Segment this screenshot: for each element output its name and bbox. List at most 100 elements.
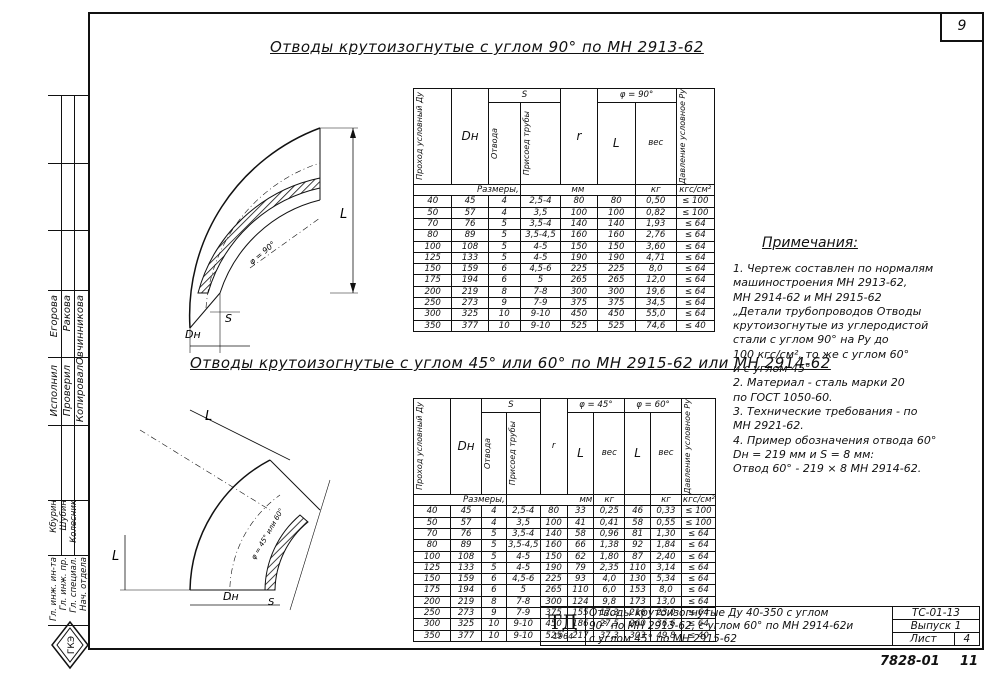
t45-cell: 3,5 bbox=[505, 516, 541, 530]
title-45-60: Отводы крутоизогнутые с углом 45° или 60… bbox=[190, 354, 831, 372]
t90-cell: 50 bbox=[412, 206, 453, 220]
t45-cell: ≤ 64 bbox=[680, 527, 717, 541]
t45-cell: 175 bbox=[412, 584, 452, 597]
t90-cell: 350 bbox=[412, 319, 453, 332]
t45-h-angle45: φ = 45° bbox=[579, 400, 613, 411]
tb-issue: Выпуск 1 bbox=[910, 620, 962, 632]
t90-cell: 375 bbox=[596, 297, 636, 310]
t45-h-s-pipe: Присоед трубы bbox=[507, 421, 517, 486]
note-line: 2. Материал - сталь марки 20 bbox=[733, 376, 905, 390]
t45-cell: 7-9 bbox=[505, 607, 541, 620]
t90-cell: 159 bbox=[451, 263, 489, 276]
t90-cell: 57 bbox=[451, 206, 489, 220]
t45-cell: 5 bbox=[505, 584, 541, 597]
bend-45-wall bbox=[264, 514, 309, 591]
t90-cell: 5 bbox=[487, 229, 521, 242]
side-stamp-name: Шубин bbox=[59, 500, 69, 531]
t90-h-L: L bbox=[612, 136, 620, 151]
t90-cell: 7-8 bbox=[519, 285, 562, 299]
t45-cell: 160 bbox=[539, 539, 568, 552]
t90-unit-kgs: кгс/см² bbox=[679, 184, 712, 195]
t90-cell: 194 bbox=[451, 274, 489, 287]
t90-cell: ≤ 40 bbox=[675, 319, 716, 332]
t90-cell: 219 bbox=[451, 285, 489, 299]
t90-cell: 5 bbox=[519, 274, 562, 287]
t45-cell: 125 bbox=[412, 561, 452, 575]
t45-cell: 110 bbox=[566, 584, 595, 597]
td-year: 1964 bbox=[552, 631, 574, 641]
t45-unit-kgs: кгс/см² bbox=[682, 494, 715, 505]
t45-cell: 194 bbox=[450, 584, 482, 597]
t90-cell: 150 bbox=[560, 240, 598, 253]
t45-cell: 225 bbox=[539, 573, 568, 586]
t90-h-r: r bbox=[576, 129, 582, 144]
t90-cell: 300 bbox=[560, 285, 598, 299]
t45-cell: 2,35 bbox=[593, 561, 626, 575]
note-line: по ГОСТ 1050-60. bbox=[733, 390, 833, 404]
t45-cell: 50 bbox=[412, 516, 452, 530]
t45-h-pressure: Давление условное Ру bbox=[682, 399, 692, 494]
t45-cell: 0,55 bbox=[649, 516, 682, 530]
page-number-box: 9 bbox=[940, 12, 982, 42]
bend-90-drawing: L Dн S φ = 90° bbox=[185, 127, 358, 353]
bend-45-outer-arc bbox=[189, 459, 271, 591]
t90-cell: 0,50 bbox=[634, 195, 677, 208]
t45-cell: ≤ 64 bbox=[680, 573, 717, 586]
t45-cell: 7-8 bbox=[505, 595, 541, 609]
tb-text-1: Отводы крутоизогнутые Ду 40-350 с углом bbox=[589, 607, 829, 620]
side-stamp-role: Проверил bbox=[62, 365, 73, 417]
t45-cell: 325 bbox=[450, 618, 482, 631]
t45-cell: 45 bbox=[450, 505, 482, 518]
t90-cell: 4-5 bbox=[519, 240, 562, 253]
bend-90-L-label: L bbox=[340, 207, 347, 222]
t45-cell: 0,25 bbox=[593, 505, 626, 518]
side-stamp-role: Гл. специал. bbox=[69, 557, 79, 613]
t90-cell: 80 bbox=[560, 195, 598, 208]
t45-cell: 273 bbox=[450, 607, 482, 620]
t90-cell: 5 bbox=[487, 240, 521, 253]
t90-cell: 8,0 bbox=[634, 263, 677, 276]
bend-90-dn-label: Dн bbox=[185, 328, 201, 341]
title-block: ТД 1964 Отводы крутоизогнутые Ду 40-350 … bbox=[540, 606, 981, 646]
note-line: 100 кгс/см², то же с углом 60° bbox=[733, 347, 910, 361]
t45-cell: 3,14 bbox=[649, 561, 682, 575]
t45-h-r: r bbox=[551, 441, 556, 452]
t45-cell: 66 bbox=[566, 539, 595, 552]
t45-h-s: S bbox=[508, 400, 514, 411]
t45-cell: 140 bbox=[539, 527, 568, 541]
t90-cell: 7-9 bbox=[519, 297, 562, 310]
note-line: Dн = 219 мм и S = 8 мм: bbox=[733, 447, 875, 461]
t45-cell: 81 bbox=[624, 527, 651, 541]
side-stamp-role: Исполнил bbox=[49, 365, 60, 417]
t90-cell: 140 bbox=[560, 217, 598, 231]
t90-cell: 70 bbox=[412, 217, 453, 231]
tb-text-3: с углом 45° по МН 2915-62 bbox=[589, 632, 737, 645]
t90-cell: 2,5-4 bbox=[519, 195, 562, 208]
t90-cell: 250 bbox=[412, 297, 453, 310]
t90-cell: 12,0 bbox=[634, 274, 677, 287]
t90-cell: 9-10 bbox=[519, 319, 562, 332]
t90-cell: 190 bbox=[596, 251, 636, 265]
t90-cell: 377 bbox=[451, 319, 489, 332]
t90-cell: 2,76 bbox=[634, 229, 677, 242]
t90-cell: 8 bbox=[487, 285, 521, 299]
t90-cell: ≤ 64 bbox=[675, 263, 716, 276]
t90-h-s: S bbox=[521, 90, 528, 101]
t90-cell: 45 bbox=[451, 195, 489, 208]
t90-cell: ≤ 64 bbox=[675, 240, 716, 253]
t45-cell: 100 bbox=[412, 550, 452, 563]
note-line: крутоизогнутые из углеродистой bbox=[733, 319, 929, 333]
bottom-page: 11 bbox=[960, 654, 979, 669]
t45-cell: 4-5 bbox=[505, 550, 541, 563]
t90-h-dn: Dн bbox=[461, 129, 479, 144]
bend-45-L-side-label: L bbox=[112, 549, 119, 564]
t45-h-s-bend: Отвода bbox=[483, 438, 492, 470]
t45-cell: 79 bbox=[566, 561, 595, 575]
t45-cell: ≤ 64 bbox=[680, 550, 717, 563]
t90-h-passage: Проход условный Ду bbox=[415, 92, 424, 181]
